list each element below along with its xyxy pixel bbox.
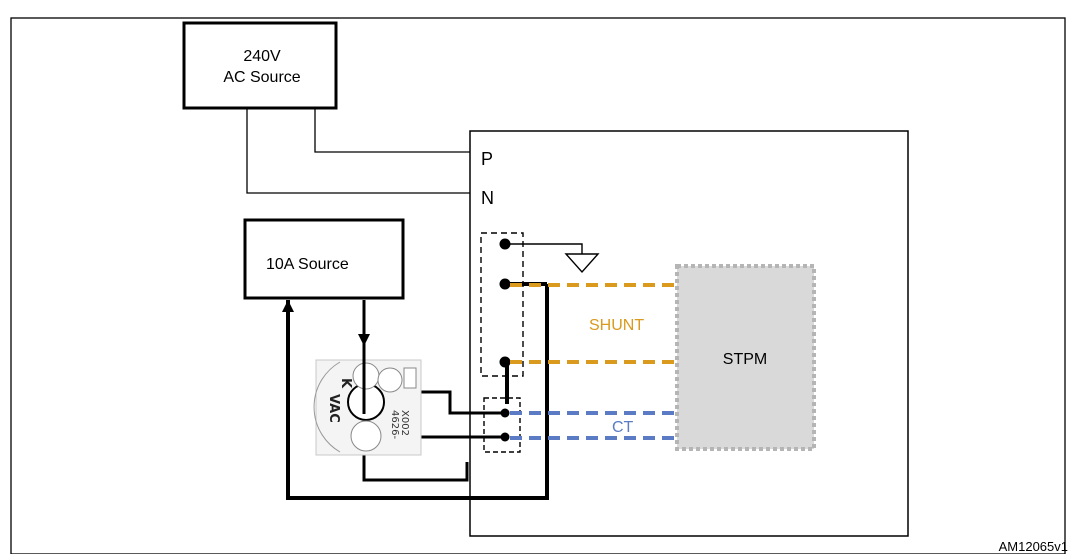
shunt-terminal-top <box>499 278 511 290</box>
stpm-label: STPM <box>723 351 767 368</box>
shunt-label: SHUNT <box>589 317 644 334</box>
phase-wire <box>314 108 470 153</box>
meter-k-label: K <box>338 378 353 389</box>
meter-part-line2: X002 <box>399 410 410 436</box>
meter-part-line1: 4626- <box>389 410 400 439</box>
current-source-block: 10A Source <box>243 218 405 300</box>
current-source-label: 10A Source <box>266 256 349 273</box>
shunt-box <box>480 232 524 377</box>
meter-brand: VAC <box>326 394 341 423</box>
ct-terminal-box <box>483 397 521 453</box>
ac-source-label: AC Source <box>223 69 300 86</box>
ct-secondary-wire-1 <box>415 390 505 415</box>
current-transformer-icon: K VAC 4626- X002 <box>313 359 422 456</box>
ac-source-block: 240V AC Source <box>182 21 338 110</box>
stpm-block: STPM <box>675 264 816 451</box>
figure-frame <box>10 17 1066 554</box>
gnd-wire <box>505 243 583 254</box>
neutral-wire <box>246 108 470 194</box>
neutral-terminal-label: N <box>481 188 494 208</box>
ground-icon <box>564 253 600 274</box>
figure-id: AM12065v1 <box>999 539 1068 554</box>
current-return-wire <box>286 284 549 500</box>
ac-source-voltage: 240V <box>243 48 281 65</box>
phase-terminal-label: P <box>481 149 493 169</box>
ct-label: CT <box>612 419 634 436</box>
